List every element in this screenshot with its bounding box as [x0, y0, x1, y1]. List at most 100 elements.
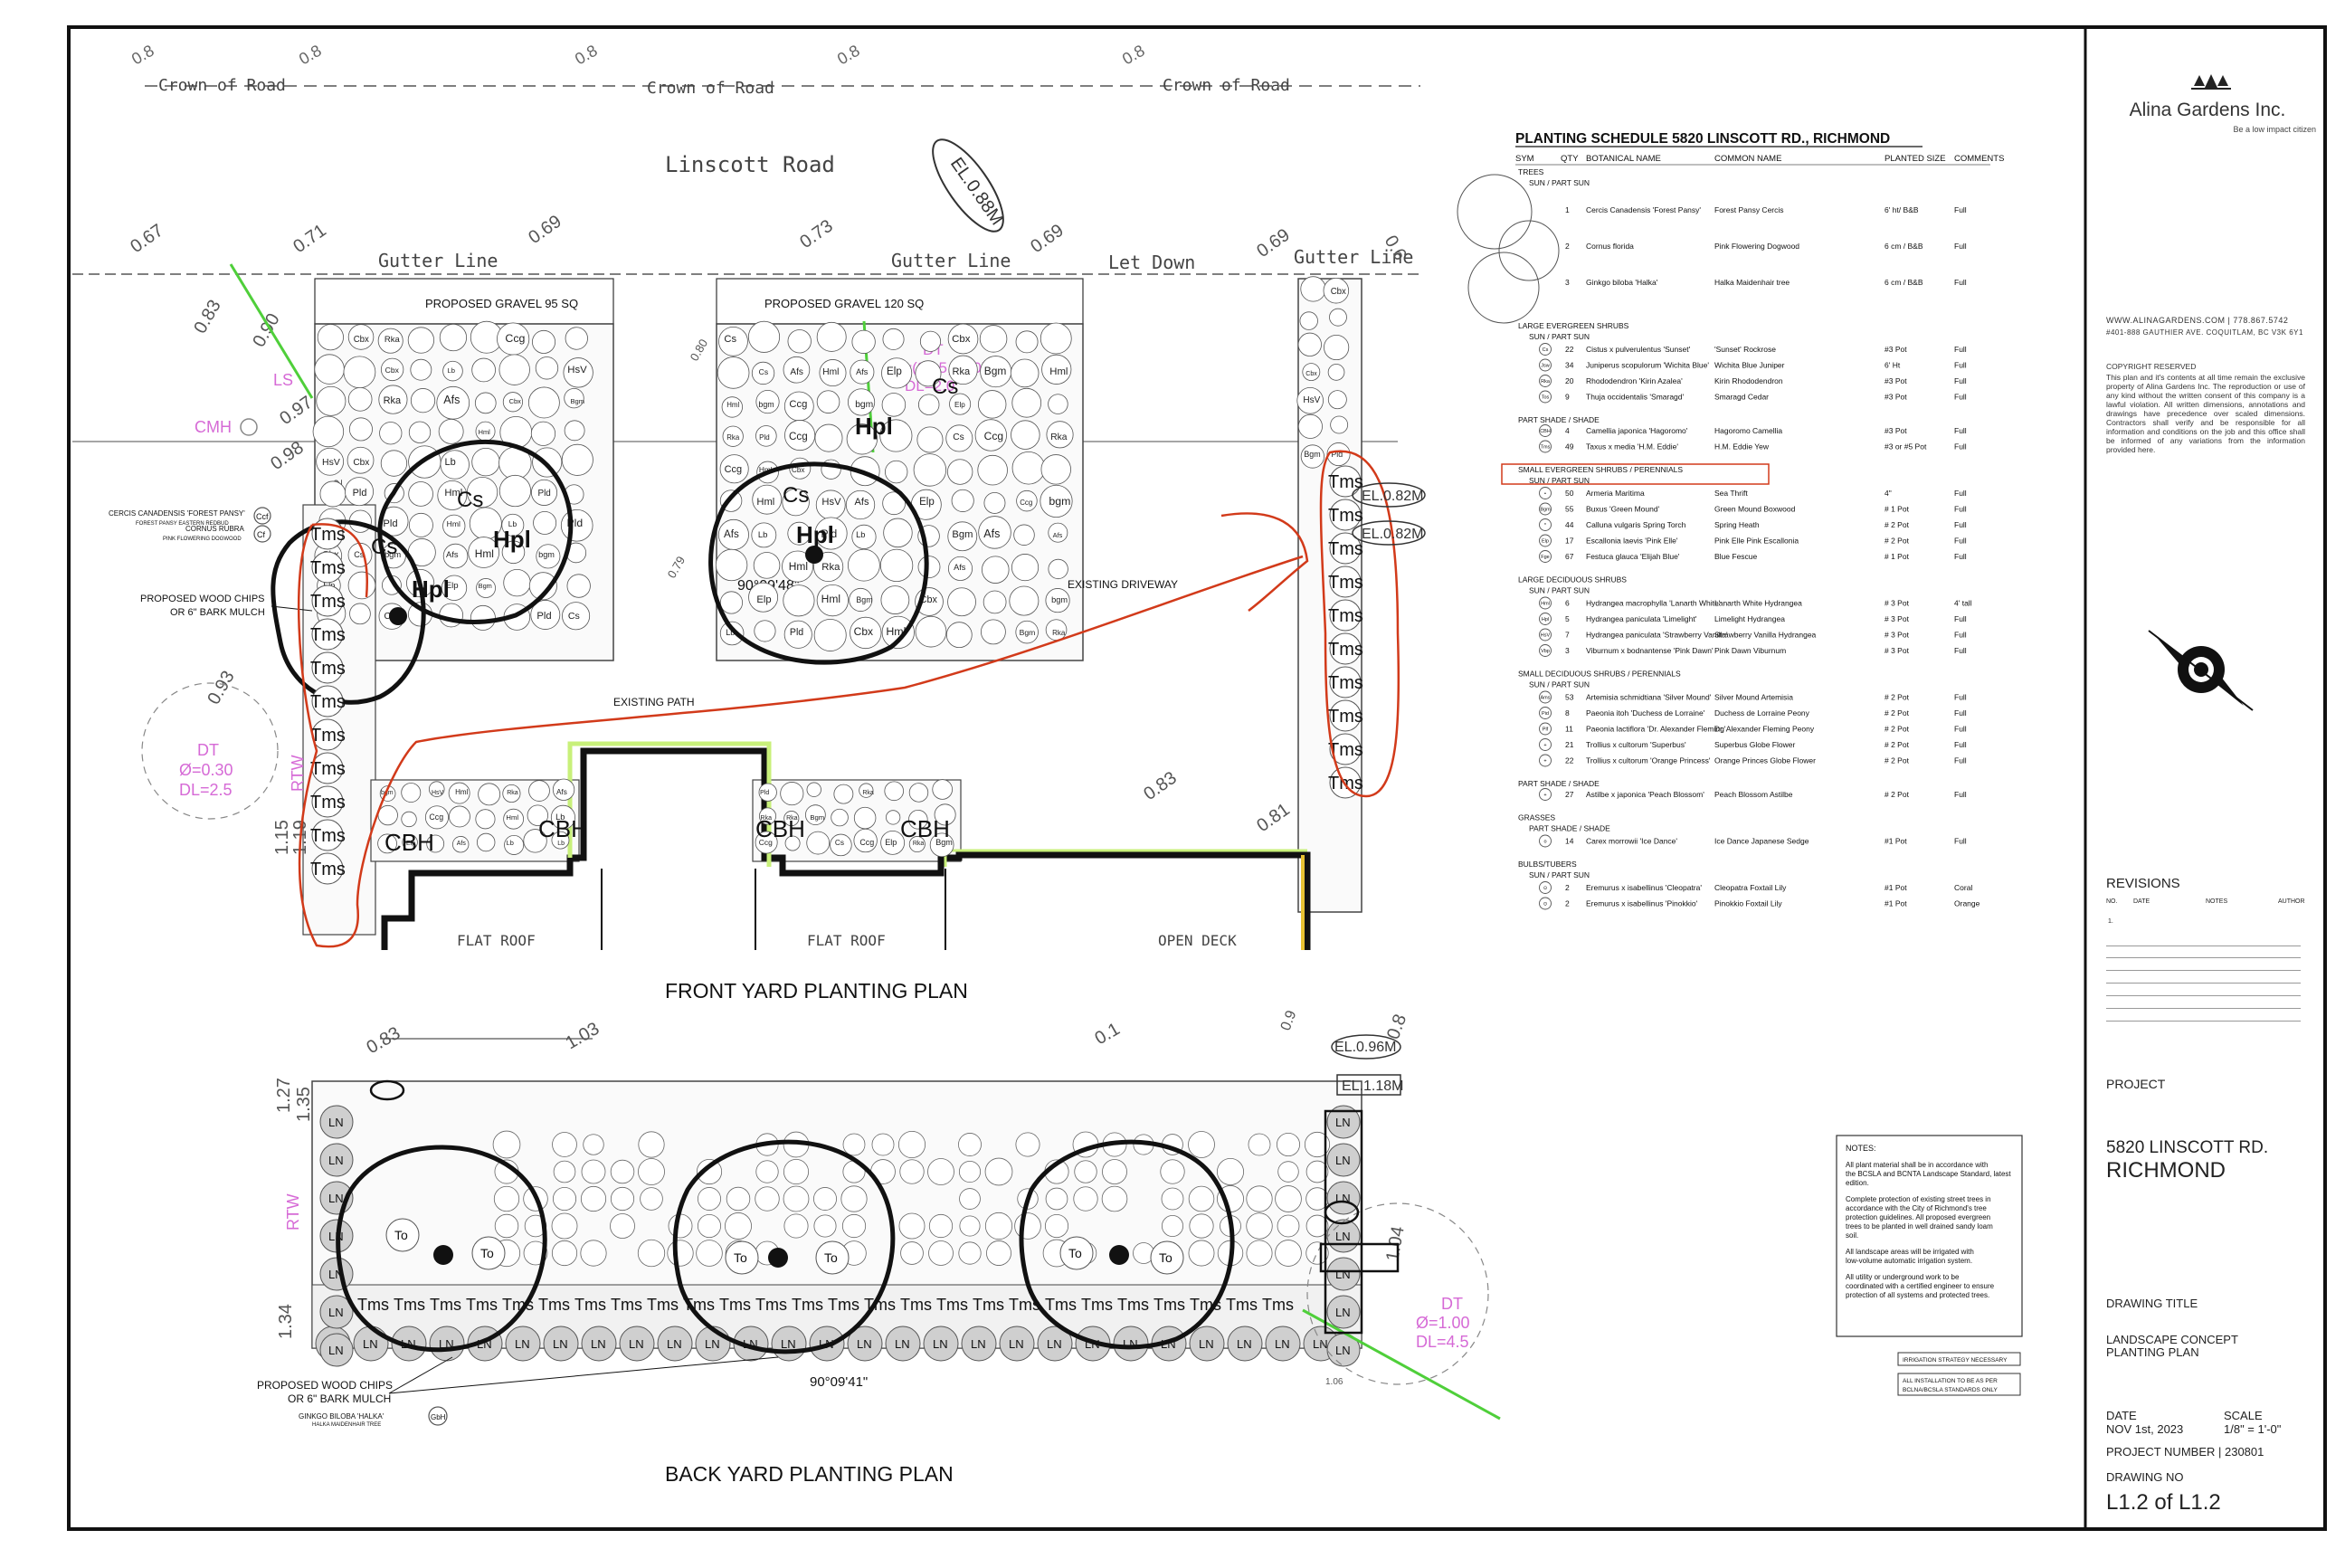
schedule-symbol: * — [1544, 523, 1547, 528]
svg-text:Rka: Rka — [786, 815, 798, 822]
drawing-title-2: PLANTING PLAN — [2106, 1345, 2199, 1359]
tms-label: Tms — [310, 659, 346, 679]
svg-text:Afs: Afs — [443, 394, 460, 406]
company-tagline: Be a low impact citizen — [2233, 125, 2316, 134]
svg-text:GbH: GbH — [431, 1413, 446, 1421]
cbh-label-4: CBH — [900, 815, 950, 842]
schedule-symbol-icon — [1539, 788, 1552, 801]
schedule-symbol: Hpl — [1542, 617, 1549, 622]
project-number: PROJECT NUMBER | 230801 — [2106, 1445, 2264, 1459]
grade-misc-7: 0.83 — [1140, 768, 1181, 804]
schedule-size: # 1 Pot — [1885, 505, 1910, 514]
tms-label: Tms — [1154, 1296, 1185, 1314]
svg-text:Bgm: Bgm — [935, 838, 953, 847]
svg-text:Cs: Cs — [568, 611, 580, 622]
grade-top-2: 0.71 — [290, 221, 330, 257]
ln-label: LN — [1335, 1154, 1351, 1167]
schedule-botanical: Eremurus x isabellinus 'Pinokkio' — [1586, 899, 1698, 908]
schedule-group-head: SMALL DECIDUOUS SHRUBS / PERENNIALS — [1518, 670, 1681, 679]
schedule-symbol: Fge — [1541, 555, 1549, 560]
schedule-symbol-icon — [1539, 722, 1552, 736]
schedule-size: #3 Pot — [1885, 393, 1907, 402]
grade-misc-8: 0.81 — [1253, 800, 1294, 836]
wood-chips-front-2: OR 6" BARK MULCH — [170, 607, 265, 618]
tms-label: Tms — [538, 1296, 570, 1314]
tms-label: Tms — [310, 558, 346, 578]
schedule-botanical: Hydrangea macrophylla 'Lanarth White' — [1586, 599, 1721, 608]
svg-text:Afs: Afs — [855, 497, 869, 508]
tms-label: Tms — [574, 1296, 606, 1314]
schedule-common: Green Mound Boxwood — [1714, 505, 1796, 514]
schedule-common: 'Sunset' Rockrose — [1714, 345, 1776, 354]
road-elev-4: 0.8 — [834, 42, 863, 69]
svg-text:Cs: Cs — [354, 550, 365, 559]
schedule-common: Limelight Hydrangea — [1714, 614, 1785, 623]
schedule-qty: 2 — [1565, 242, 1570, 251]
schedule-comment: Full — [1954, 520, 1967, 529]
schedule-symbol: Elp — [1542, 539, 1549, 545]
svg-text:Ccg: Ccg — [505, 332, 525, 345]
tms-label: Tms — [1328, 573, 1363, 593]
schedule-group-sub: SUN / PART SUN — [1529, 332, 1590, 341]
svg-text:Lb: Lb — [447, 366, 454, 375]
svg-text:Bgm: Bgm — [952, 529, 973, 540]
schedule-symbol-icon — [1539, 881, 1552, 894]
svg-text:Hml: Hml — [759, 465, 773, 474]
existing-driveway-label: EXISTING DRIVEWAY — [1068, 578, 1178, 591]
ginkgo-callout-1: GINKGO BILOBA 'HALKA' — [299, 1412, 385, 1421]
svg-text:Rka: Rka — [507, 790, 518, 796]
ln-label: LN — [971, 1337, 986, 1351]
schedule-size: #1 Pot — [1885, 837, 1907, 846]
ln-label: LN — [328, 1344, 344, 1357]
schedule-qty: 14 — [1565, 837, 1574, 846]
svg-text:Cbx: Cbx — [1331, 287, 1346, 297]
schedule-symbol: ⊙ — [1543, 902, 1548, 908]
rev-col-no: NO. — [2106, 898, 2118, 905]
wood-chips-back-2: OR 6" BARK MULCH — [288, 1392, 391, 1405]
back-yard-title: BACK YARD PLANTING PLAN — [665, 1462, 954, 1486]
back-grade-4: 1.27 — [274, 1078, 294, 1113]
wood-chips-back-1: PROPOSED WOOD CHIPS — [257, 1379, 393, 1392]
schedule-group-sub: SUN / PART SUN — [1529, 870, 1590, 879]
tms-label: Tms — [828, 1296, 859, 1314]
schedule-common: Smaragd Cedar — [1714, 393, 1769, 402]
svg-text:Ccg: Ccg — [859, 838, 874, 847]
tms-label: Tms — [1045, 1296, 1077, 1314]
svg-text:Afs: Afs — [556, 788, 567, 796]
svg-text:Elp: Elp — [756, 594, 771, 605]
dt-back-3: DL=4.5 — [1416, 1333, 1469, 1351]
schedule-qty: 4 — [1565, 426, 1570, 435]
svg-text:Cbx: Cbx — [854, 625, 873, 638]
schedule-symbol: Tms — [1541, 445, 1551, 451]
schedule-symbol: Rka — [1541, 379, 1551, 385]
company-contact: WWW.ALINAGARDENS.COM | 778.867.5742 #401… — [2106, 315, 2303, 338]
schedule-common: Halka Maidenhair tree — [1714, 278, 1790, 287]
to-label: To — [1068, 1246, 1082, 1260]
svg-text:Hml: Hml — [444, 488, 462, 499]
ln-label: LN — [1335, 1230, 1351, 1243]
cercis-callout-2: FOREST PANSY EASTERN REDBUD — [136, 521, 229, 527]
svg-text:Afs: Afs — [457, 841, 467, 847]
schedule-botanical: Viburnum x bodnantense 'Pink Dawn' — [1586, 646, 1714, 655]
rev-col-author: AUTHOR — [2278, 898, 2305, 905]
drawing-title-label: DRAWING TITLE — [2106, 1297, 2198, 1310]
schedule-group-head: BULBS/TUBERS — [1518, 860, 1577, 869]
schedule-comment: Full — [1954, 725, 1967, 734]
svg-text:Ccg: Ccg — [789, 431, 808, 442]
schedule-symbol: Ams — [1541, 696, 1551, 701]
svg-text:Cbx: Cbx — [385, 366, 400, 375]
schedule-common: Pink Flowering Dogwood — [1714, 242, 1799, 251]
svg-text:Elp: Elp — [446, 581, 459, 591]
schedule-qty: 6 — [1565, 599, 1570, 608]
svg-text:Cf: Cf — [257, 530, 265, 539]
svg-text:Lb: Lb — [557, 841, 565, 847]
cornus-callout-1: CORNUS RUBRA — [185, 525, 245, 533]
ln-label: LN — [781, 1337, 796, 1351]
svg-text:Hml: Hml — [756, 497, 774, 508]
schedule-qty: 2 — [1565, 899, 1570, 908]
ln-label: LN — [1313, 1337, 1328, 1351]
svg-text:Pld: Pld — [759, 433, 770, 442]
schedule-qty: 22 — [1565, 756, 1574, 765]
svg-text:Pld: Pld — [790, 627, 803, 638]
